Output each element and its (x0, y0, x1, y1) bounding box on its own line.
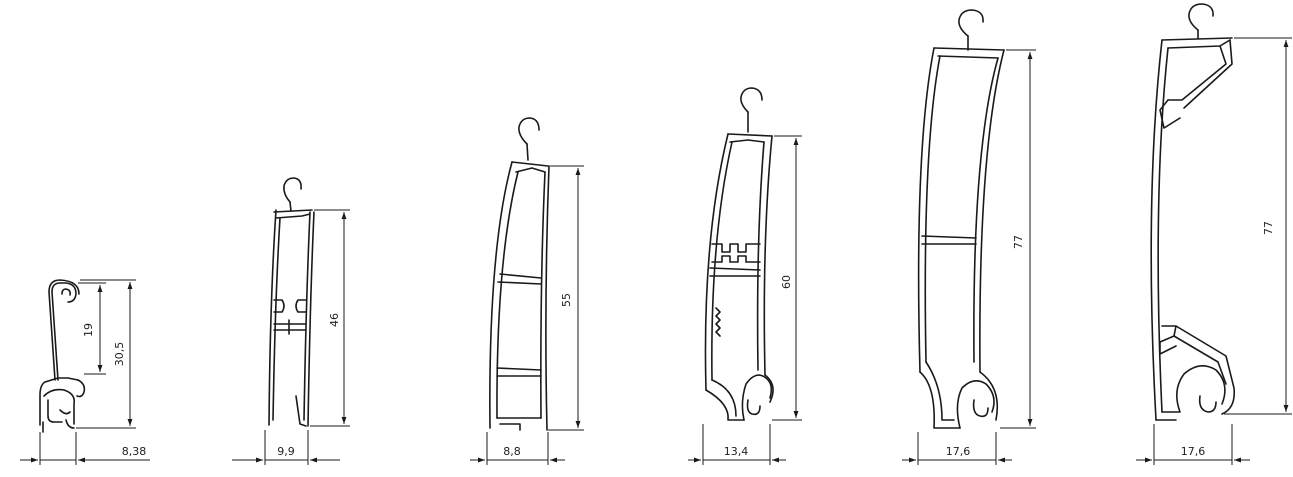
profile-6-height-label: 77 (1262, 221, 1275, 235)
profile-1-inner-dimension-label: 19 (82, 323, 95, 337)
profile-5-height-label: 77 (1012, 235, 1025, 249)
profile-3-dimensions: 55 8,8 (470, 165, 584, 465)
profile-1: 19 30,5 8,38 (20, 279, 150, 465)
profile-1-width-label: 8,38 (122, 445, 147, 458)
profile-2-dimensions: 46 9,9 (232, 209, 350, 465)
profile-3-width-label: 8,8 (503, 445, 521, 458)
profile-5-dimensions: 77 17,6 (902, 49, 1036, 465)
profile-2-outline (268, 177, 315, 427)
profile-5-width-label: 17,6 (946, 445, 971, 458)
profile-4-outline (704, 87, 774, 421)
profile-4: 60 13,4 (688, 87, 802, 465)
profile-6-outline (1150, 3, 1236, 421)
profile-3-height-label: 55 (560, 293, 573, 307)
profile-6: 77 17,6 (1136, 3, 1292, 465)
profile-4-width-label: 13,4 (724, 445, 749, 458)
profile-3-outline (489, 117, 550, 431)
profile-1-dimensions: 19 30,5 8,38 (20, 279, 150, 465)
profile-4-dimensions: 60 13,4 (688, 135, 802, 465)
profile-6-width-label: 17,6 (1181, 445, 1206, 458)
profile-2: 46 9,9 (232, 177, 350, 465)
profile-5: 77 17,6 (902, 9, 1036, 465)
profile-5-outline (917, 9, 1005, 429)
profile-1-outline (39, 279, 86, 433)
profile-6-dimensions: 77 17,6 (1136, 37, 1292, 465)
profile-1-height-label: 30,5 (113, 342, 126, 367)
profile-3: 55 8,8 (470, 117, 584, 465)
profile-2-width-label: 9,9 (277, 445, 295, 458)
profile-4-height-label: 60 (780, 275, 793, 289)
profile-2-height-label: 46 (328, 313, 341, 327)
